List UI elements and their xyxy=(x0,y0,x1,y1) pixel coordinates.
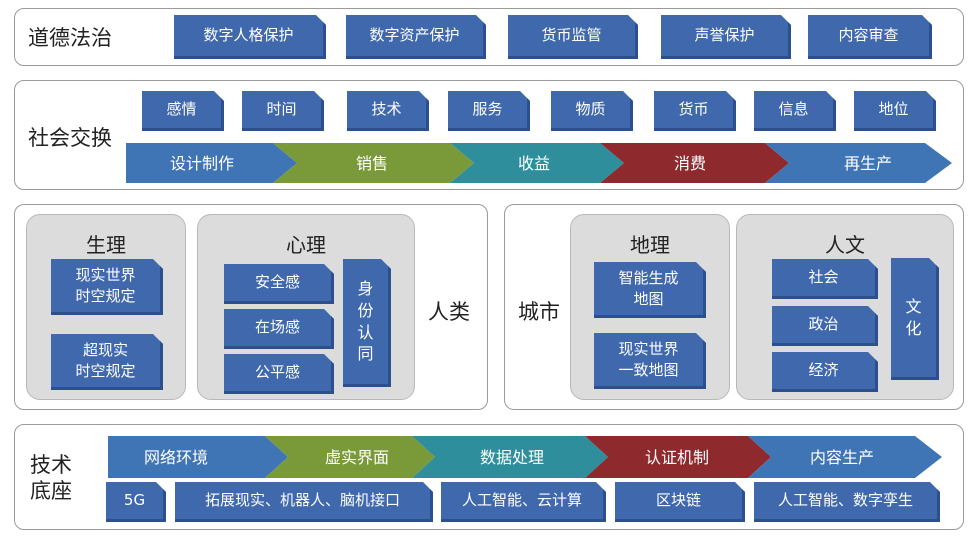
psych-title: 心理 xyxy=(286,233,326,257)
psych-item-presence[interactable]: 在场感 xyxy=(224,309,334,349)
humanities-item-society[interactable]: 社会 xyxy=(772,259,878,299)
tech-flow-label-data: 数据处理 xyxy=(480,448,544,467)
physio-item-hyper-real[interactable]: 超现实 时空规定 xyxy=(51,334,163,390)
tech-item-5g[interactable]: 5G xyxy=(106,482,166,522)
flow-segment-sales xyxy=(273,143,474,183)
tech-item-xr-robot-bci[interactable]: 拓展现实、机器人、脑机接口 xyxy=(175,482,433,522)
tech-item-ai-cloud[interactable]: 人工智能、云计算 xyxy=(441,482,606,522)
physio-title: 生理 xyxy=(86,233,126,257)
geo-item-ai-map[interactable]: 智能生成 地图 xyxy=(594,262,706,318)
flow-segment-data xyxy=(412,436,608,478)
flow-segment-design xyxy=(126,143,297,183)
humanities-item-culture[interactable]: 文 化 xyxy=(891,258,939,380)
ethics-item-content-review[interactable]: 内容审查 xyxy=(808,15,932,59)
flow-segment-consumption xyxy=(600,143,789,183)
flow-segment-auth xyxy=(585,436,771,478)
flow-label-consumption: 消费 xyxy=(674,154,706,173)
flow-label-sales: 销售 xyxy=(356,154,388,173)
psych-item-identity[interactable]: 身 份 认 同 xyxy=(343,259,391,387)
tech-flow-label-content: 内容生产 xyxy=(810,448,874,467)
social-item-currency[interactable]: 货币 xyxy=(654,91,736,131)
physio-item-real-world[interactable]: 现实世界 时空规定 xyxy=(51,259,163,315)
social-item-technology[interactable]: 技术 xyxy=(347,91,429,131)
flow-segment-reproduction xyxy=(765,143,952,183)
tech-flow-label-network: 网络环境 xyxy=(144,448,208,467)
flow-label-reproduction: 再生产 xyxy=(844,154,892,173)
human-label: 人类 xyxy=(428,300,470,324)
geo-title: 地理 xyxy=(630,233,670,257)
flow-segment-content xyxy=(748,436,942,478)
flow-segment-network xyxy=(108,436,288,478)
social-item-service[interactable]: 服务 xyxy=(448,91,530,131)
flow-segment-revenue xyxy=(450,143,624,183)
ethics-panel xyxy=(14,8,964,66)
geo-item-consistent-map[interactable]: 现实世界 一致地图 xyxy=(594,333,706,389)
humanities-title: 人文 xyxy=(825,233,865,257)
social-item-information[interactable]: 信息 xyxy=(754,91,836,131)
tech-item-blockchain[interactable]: 区块链 xyxy=(615,482,745,522)
social-title: 社会交换 xyxy=(28,126,112,150)
ethics-item-digital-personality[interactable]: 数字人格保护 xyxy=(174,15,326,59)
ethics-item-reputation[interactable]: 声誉保护 xyxy=(661,15,791,59)
social-item-time[interactable]: 时间 xyxy=(242,91,324,131)
social-item-status[interactable]: 地位 xyxy=(854,91,936,131)
ethics-title: 道德法治 xyxy=(28,26,112,50)
tech-title: 技术 底座 xyxy=(30,453,72,504)
flow-label-revenue: 收益 xyxy=(518,154,550,173)
tech-item-ai-digital-twin[interactable]: 人工智能、数字孪生 xyxy=(754,482,940,522)
ethics-item-digital-assets[interactable]: 数字资产保护 xyxy=(346,15,486,59)
tech-flow-label-interface: 虚实界面 xyxy=(325,448,389,467)
psych-item-fairness[interactable]: 公平感 xyxy=(224,354,334,394)
city-label: 城市 xyxy=(518,300,560,324)
humanities-item-economy[interactable]: 经济 xyxy=(772,352,878,392)
flow-label-design: 设计制作 xyxy=(170,154,234,173)
social-item-material[interactable]: 物质 xyxy=(551,91,633,131)
humanities-item-politics[interactable]: 政治 xyxy=(772,306,878,346)
tech-flow-label-auth: 认证机制 xyxy=(645,448,709,467)
ethics-item-currency-regulation[interactable]: 货币监管 xyxy=(508,15,638,59)
social-item-emotion[interactable]: 感情 xyxy=(142,91,224,131)
flow-segment-interface xyxy=(265,436,435,478)
psych-item-security[interactable]: 安全感 xyxy=(224,264,334,304)
